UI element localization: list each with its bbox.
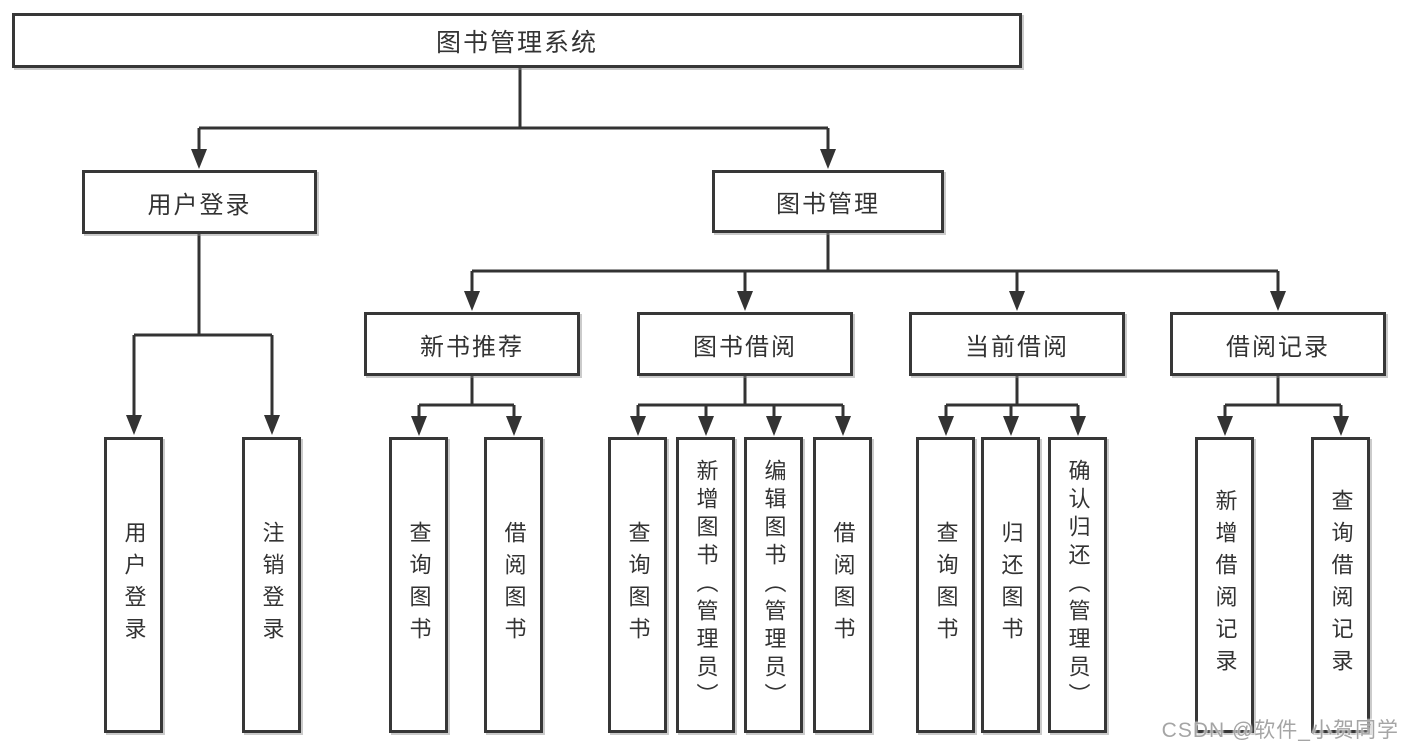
arrowhead bbox=[506, 416, 522, 436]
csdn-watermark: CSDN @软件_小贺同学 bbox=[1161, 719, 1399, 742]
leaf-label: 新增图书（管理员） bbox=[693, 459, 719, 711]
arrowhead bbox=[1217, 416, 1233, 436]
arrowhead bbox=[1070, 416, 1086, 436]
trunk-current-borrow bbox=[944, 376, 1080, 418]
node-book-borrow-label: 图书借阅 bbox=[693, 333, 797, 361]
node-leaf-add-borrow-record: 新增借阅记录 bbox=[1195, 437, 1254, 733]
arrowhead bbox=[464, 291, 480, 311]
arrowhead bbox=[737, 291, 753, 311]
trunk-book-borrow bbox=[636, 376, 845, 418]
arrowhead bbox=[698, 416, 714, 436]
node-library-system: 图书管理系统 bbox=[12, 13, 1022, 68]
node-new-book-recommend-label: 新书推荐 bbox=[420, 333, 524, 361]
node-leaf-query-books-2: 查询图书 bbox=[608, 437, 667, 733]
node-leaf-user-login: 用户登录 bbox=[104, 437, 163, 733]
connector-paths bbox=[132, 68, 1343, 418]
arrowhead bbox=[1009, 291, 1025, 311]
leaf-label: 查询图书 bbox=[625, 521, 651, 649]
leaf-label: 新增借阅记录 bbox=[1212, 489, 1238, 681]
node-leaf-query-borrow-record: 查询借阅记录 bbox=[1311, 437, 1370, 733]
node-leaf-borrow-books-2: 借阅图书 bbox=[813, 437, 872, 733]
leaf-label: 查询借阅记录 bbox=[1328, 489, 1354, 681]
node-current-borrow: 当前借阅 bbox=[909, 312, 1125, 376]
node-new-book-recommend: 新书推荐 bbox=[364, 312, 580, 376]
leaf-label: 查询图书 bbox=[406, 521, 432, 649]
node-book-borrow: 图书借阅 bbox=[637, 312, 853, 376]
trunk-borrow-records bbox=[1223, 376, 1343, 418]
node-leaf-return-books: 归还图书 bbox=[981, 437, 1040, 733]
node-leaf-edit-books-admin: 编辑图书（管理员） bbox=[744, 437, 803, 733]
node-user-login: 用户登录 bbox=[82, 170, 317, 234]
arrowheads bbox=[126, 149, 1349, 436]
arrowhead bbox=[411, 416, 427, 436]
arrowhead bbox=[126, 415, 142, 435]
leaf-label: 借阅图书 bbox=[830, 521, 856, 649]
node-user-login-label: 用户登录 bbox=[147, 191, 252, 219]
arrowhead bbox=[1270, 291, 1286, 311]
arrowhead bbox=[191, 149, 207, 169]
leaf-label: 归还图书 bbox=[998, 521, 1024, 649]
node-borrow-records-label: 借阅记录 bbox=[1226, 333, 1330, 361]
node-leaf-add-books-admin: 新增图书（管理员） bbox=[676, 437, 735, 733]
arrowhead bbox=[1333, 416, 1349, 436]
trunk-book-management bbox=[470, 233, 1280, 292]
node-borrow-records: 借阅记录 bbox=[1170, 312, 1386, 376]
node-leaf-query-books-3: 查询图书 bbox=[916, 437, 975, 733]
node-leaf-query-books-1: 查询图书 bbox=[389, 437, 448, 733]
node-leaf-logout: 注销登录 bbox=[242, 437, 301, 733]
trunk-user-login bbox=[132, 234, 274, 416]
leaf-label: 注销登录 bbox=[259, 521, 285, 649]
arrowhead bbox=[766, 416, 782, 436]
arrowhead bbox=[264, 415, 280, 435]
trunk-root bbox=[197, 68, 830, 150]
arrowhead bbox=[820, 149, 836, 169]
leaf-label: 用户登录 bbox=[121, 521, 147, 649]
leaf-label: 借阅图书 bbox=[501, 521, 527, 649]
leaf-label: 确认归还（管理员） bbox=[1065, 459, 1091, 711]
node-leaf-confirm-return-admin: 确认归还（管理员） bbox=[1048, 437, 1107, 733]
node-leaf-borrow-books-1: 借阅图书 bbox=[484, 437, 543, 733]
node-book-management-label: 图书管理 bbox=[776, 191, 880, 218]
node-current-borrow-label: 当前借阅 bbox=[965, 333, 1069, 361]
arrowhead bbox=[938, 416, 954, 436]
leaf-label: 查询图书 bbox=[933, 521, 959, 649]
arrowhead bbox=[835, 416, 851, 436]
node-library-system-label: 图书管理系统 bbox=[435, 28, 598, 57]
arrowhead bbox=[630, 416, 646, 436]
arrowhead bbox=[1003, 416, 1019, 436]
node-book-management: 图书管理 bbox=[712, 170, 944, 233]
leaf-label: 编辑图书（管理员） bbox=[761, 459, 787, 711]
trunk-new-books bbox=[417, 376, 516, 418]
